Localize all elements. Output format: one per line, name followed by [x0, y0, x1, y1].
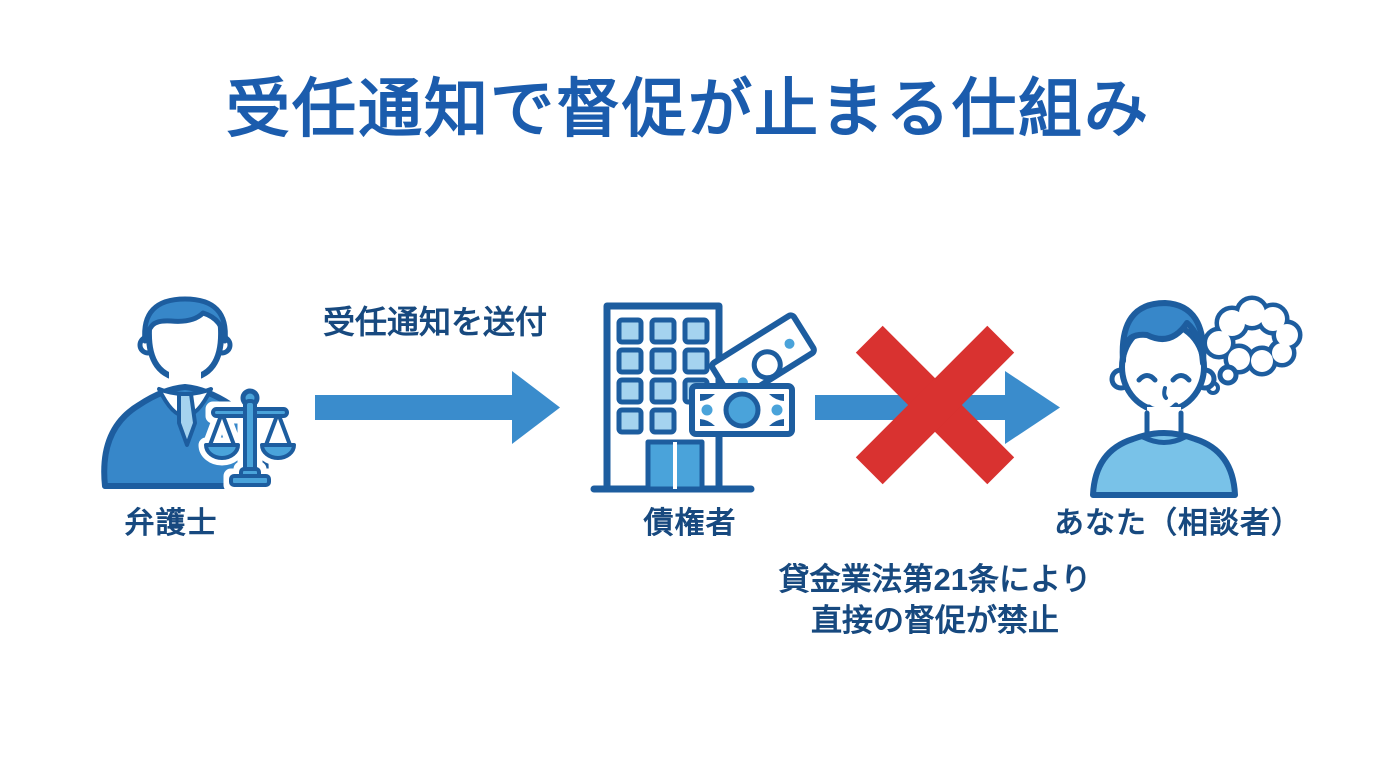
lawyer-label: 弁護士 [124, 507, 218, 540]
person-icon [1090, 295, 1303, 498]
cross-icon [855, 325, 1015, 485]
thought-bubble-icon [1202, 295, 1303, 395]
creditor-label: 債権者 [643, 507, 737, 540]
scales-icon [204, 388, 296, 487]
lawyer-icon [101, 296, 302, 493]
page-title: 受任通知で督促が止まる仕組み [226, 73, 1150, 145]
law-note-line1: 貸金業法第21条により [778, 562, 1092, 597]
law-note: 貸金業法第21条により 直接の督促が禁止 [731, 560, 1139, 642]
send-arrow-icon [315, 371, 560, 444]
send-arrow-label: 受任通知を送付 [322, 304, 547, 340]
client-label: あなた（相談者） [1054, 507, 1302, 540]
building-icon [590, 302, 817, 493]
money-icon [689, 312, 817, 437]
law-note-line2: 直接の督促が禁止 [811, 602, 1059, 638]
